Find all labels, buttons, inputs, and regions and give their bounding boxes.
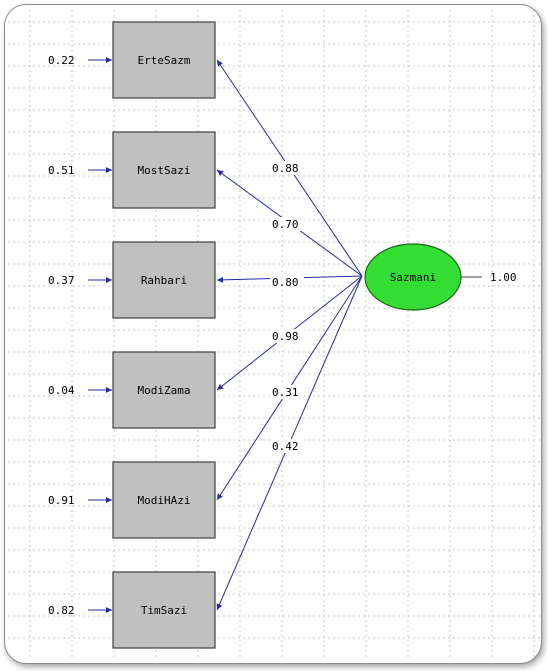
- indicator-label: ModiZama: [138, 384, 191, 397]
- indicator-label: TimSazi: [141, 604, 187, 617]
- indicator-box: [112, 351, 216, 429]
- error-variance-label: 0.04: [48, 384, 75, 397]
- indicator-label: ErteSazm: [138, 54, 191, 67]
- error-variance-label: 0.22: [48, 54, 75, 67]
- indicator-boxes: ErteSazmMostSaziRahbariModiZamaModiHAziT…: [112, 21, 216, 649]
- indicator-box: [112, 131, 216, 209]
- error-variance-label: 0.51: [48, 164, 75, 177]
- indicator-label: ModiHAzi: [138, 494, 191, 507]
- loading-label-background: [270, 329, 304, 343]
- loading-label: 0.88: [272, 162, 299, 175]
- loading-label: 0.98: [272, 330, 299, 343]
- indicator-label: Rahbari: [141, 274, 187, 287]
- loading-label-background: [270, 439, 304, 453]
- loading-label: 0.42: [272, 440, 299, 453]
- error-variance-label: 0.37: [48, 274, 75, 287]
- error-variance-label: 0.91: [48, 494, 75, 507]
- error-variance-label: 0.82: [48, 604, 75, 617]
- loading-label-background: [270, 385, 304, 399]
- latent-label: Sazmani: [390, 271, 436, 284]
- indicator-box: [112, 21, 216, 99]
- loading-label: 0.80: [272, 276, 299, 289]
- background-grid: [8, 10, 540, 660]
- loading-label: 0.70: [272, 218, 299, 231]
- indicator-label: MostSazi: [138, 164, 191, 177]
- loading-label-background: [270, 217, 304, 231]
- loading-label: 0.31: [272, 386, 299, 399]
- indicator-box: [112, 571, 216, 649]
- loading-label-background: [270, 161, 304, 175]
- indicator-box: [112, 461, 216, 539]
- indicator-box: [112, 241, 216, 319]
- latent-variable: 0.88 0.70 0.80 0.98 0.31 0.42 Sazmani 1.00: [270, 161, 517, 453]
- arrows: 0.22 0.51 0.37 0.04 0.91 0.82: [48, 54, 363, 617]
- latent-variance-label: 1.00: [490, 271, 517, 284]
- loading-label-background: [270, 275, 304, 289]
